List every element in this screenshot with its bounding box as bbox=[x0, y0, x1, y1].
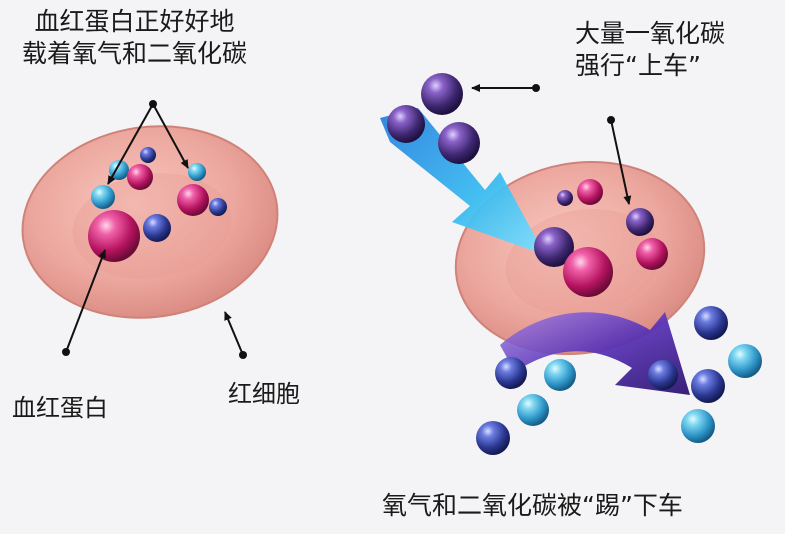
right-molecules bbox=[534, 179, 668, 297]
label-line: 血红蛋白正好好地 bbox=[34, 7, 235, 36]
co2-molecule bbox=[140, 147, 156, 163]
co-entering-arrow bbox=[380, 108, 545, 255]
oxygen-molecule bbox=[188, 163, 206, 181]
hemoglobin-molecule bbox=[127, 164, 153, 190]
label-hemoglobin-carrying: 血红蛋白正好好地 载着氧气和二氧化碳 bbox=[22, 6, 247, 70]
incoming-co-molecules bbox=[387, 73, 480, 164]
label-co-boarding: 大量一氧化碳 强行“上车” bbox=[575, 18, 725, 82]
label-line: 载着氧气和二氧化碳 bbox=[22, 39, 248, 68]
label-kicked-off: 氧气和二氧化碳被“踢”下车 bbox=[382, 491, 683, 520]
label-line: 大量一氧化碳 bbox=[575, 19, 726, 48]
o2-co2-leaving-arrow bbox=[500, 312, 690, 395]
label-red-blood-cell: 红细胞 bbox=[228, 380, 300, 408]
oxygen-molecule bbox=[91, 185, 115, 209]
left-molecules bbox=[88, 147, 227, 262]
co2-molecule bbox=[209, 198, 227, 216]
co2-molecule bbox=[143, 214, 171, 242]
label-line: 强行“上车” bbox=[575, 51, 701, 80]
hemoglobin-molecule bbox=[177, 184, 209, 216]
hemoglobin-molecule-large bbox=[88, 210, 140, 262]
left-pointers bbox=[65, 103, 244, 356]
ejected-molecules bbox=[476, 306, 762, 455]
label-hemoglobin: 血红蛋白 bbox=[12, 394, 108, 422]
right-pointers bbox=[471, 84, 632, 205]
